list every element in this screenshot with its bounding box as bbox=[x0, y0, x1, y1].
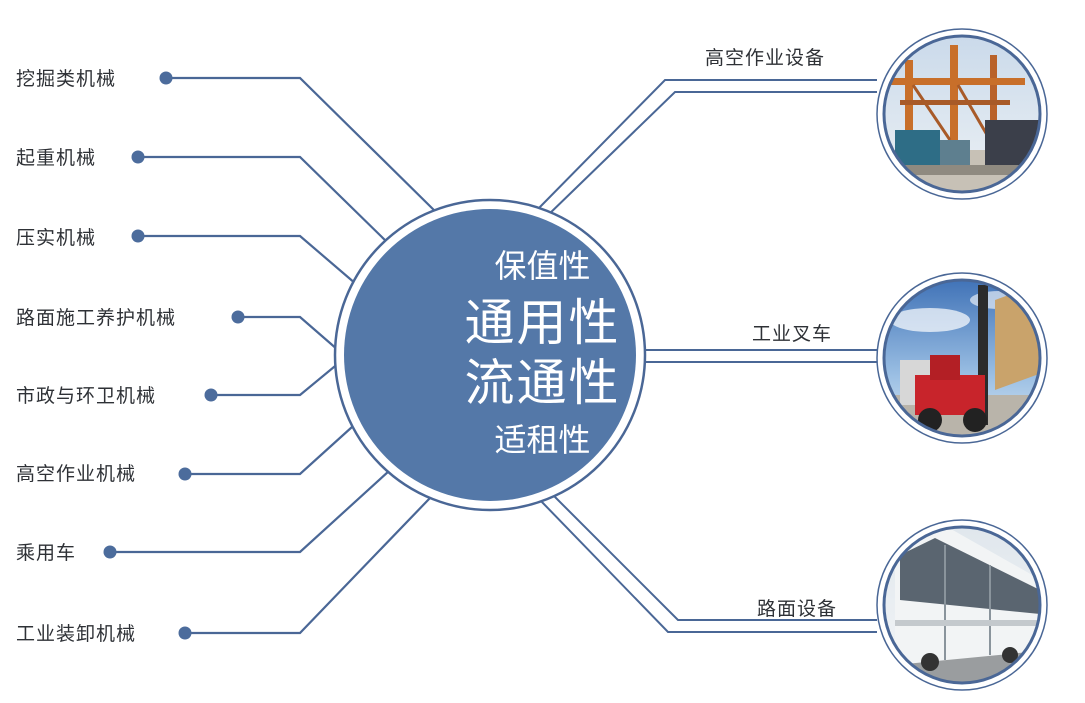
left-label-compaction: 压实机械 bbox=[16, 227, 97, 249]
left-label-road-maintenance: 路面施工养护机械 bbox=[16, 307, 177, 329]
hub-circle bbox=[344, 209, 636, 501]
left-label-passenger-car: 乘用车 bbox=[16, 542, 77, 564]
left-connectors bbox=[110, 76, 441, 635]
left-node-dot bbox=[103, 545, 117, 559]
left-node-dot bbox=[231, 310, 245, 324]
right-connector-line bbox=[544, 91, 877, 219]
left-node-dot bbox=[159, 71, 173, 85]
port-crane-photo bbox=[876, 28, 1048, 200]
right-label-road-equipment: 路面设备 bbox=[757, 598, 838, 620]
left-node-dot bbox=[131, 229, 145, 243]
right-connector-line bbox=[539, 499, 877, 633]
left-label-excavation: 挖掘类机械 bbox=[16, 68, 117, 90]
left-connector-line bbox=[110, 470, 390, 554]
left-nodes bbox=[103, 71, 245, 640]
left-connector-line bbox=[238, 315, 339, 351]
left-node-dot bbox=[178, 626, 192, 640]
left-node-dot bbox=[178, 467, 192, 481]
right-label-aerial-equipment: 高空作业设备 bbox=[705, 47, 826, 69]
left-label-aerial-work: 高空作业机械 bbox=[16, 463, 137, 485]
left-connector-line bbox=[185, 426, 353, 476]
left-label-lifting: 起重机械 bbox=[16, 147, 97, 169]
left-connector-line bbox=[211, 361, 341, 397]
left-node-dot bbox=[131, 150, 145, 164]
right-connector-line bbox=[536, 79, 877, 211]
left-label-loading-machinery: 工业装卸机械 bbox=[16, 623, 137, 645]
right-label-forklift: 工业叉车 bbox=[752, 323, 833, 345]
bus-photo bbox=[876, 519, 1048, 691]
left-label-municipal: 市政与环卫机械 bbox=[16, 385, 157, 407]
left-node-dot bbox=[204, 388, 218, 402]
right-connectors bbox=[536, 79, 877, 633]
left-connector-line bbox=[166, 76, 441, 217]
left-connector-line bbox=[185, 497, 431, 635]
left-connector-line bbox=[138, 155, 389, 244]
right-connector-line bbox=[549, 491, 877, 621]
left-connector-line bbox=[138, 234, 357, 285]
forklift-photo bbox=[876, 272, 1048, 444]
